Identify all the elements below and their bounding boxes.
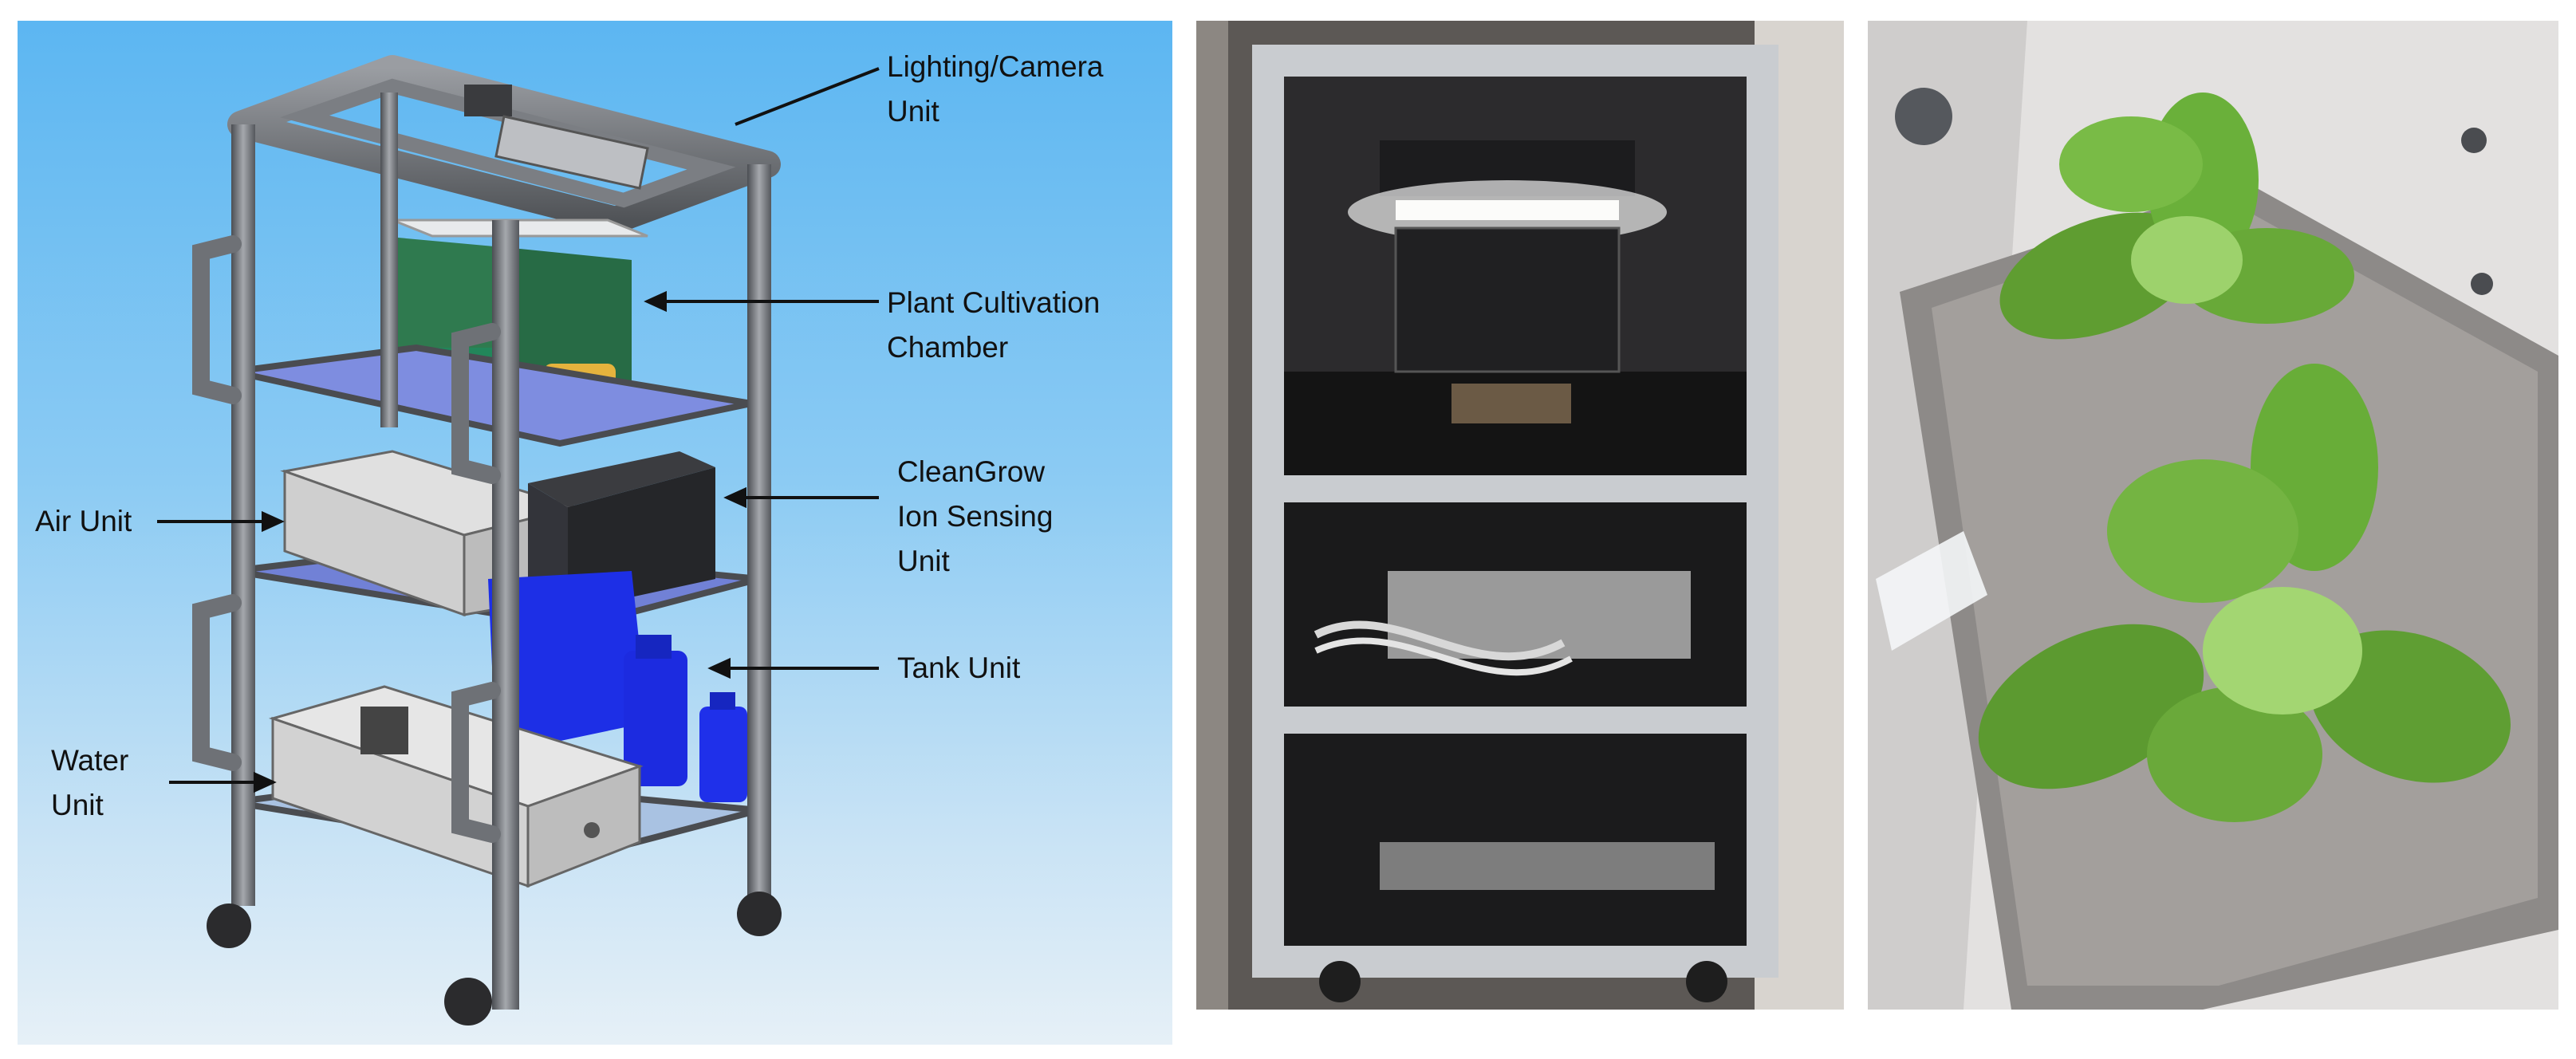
cad-rack-illustration [157,55,880,1026]
chamber-box [1394,226,1621,373]
label-air-unit: Air Unit [35,505,132,537]
cad-rendering-panel: Lighting/Camera Unit Plant Cultivation C… [18,21,1172,1045]
label-tank-unit: Tank Unit [897,652,1021,684]
rack-photo-panel [1196,21,1844,1010]
casters [207,892,782,1026]
tank-unit [488,571,747,802]
plant-lower [1978,364,2511,822]
leader-lines [157,67,880,793]
top-frame [227,55,781,234]
frame-posts [231,93,771,1010]
plants-photo [1868,21,2558,1010]
label-cleangrow-ion-sensing-unit: CleanGrow Ion Sensing Unit [897,455,1054,577]
electronics-tray [1388,571,1691,659]
plant-upper [1999,93,2354,340]
handles [192,235,501,843]
label-lighting-camera-unit: Lighting/Camera Unit [887,50,1104,128]
lighting-camera-unit [392,218,648,238]
label-water-unit: Water Unit [51,744,129,821]
rack-photo [1196,21,1844,1010]
plants-photo-panel [1868,21,2558,1010]
rack-frame [1252,45,1778,978]
label-plant-cultivation-chamber: Plant Cultivation Chamber [887,286,1101,364]
